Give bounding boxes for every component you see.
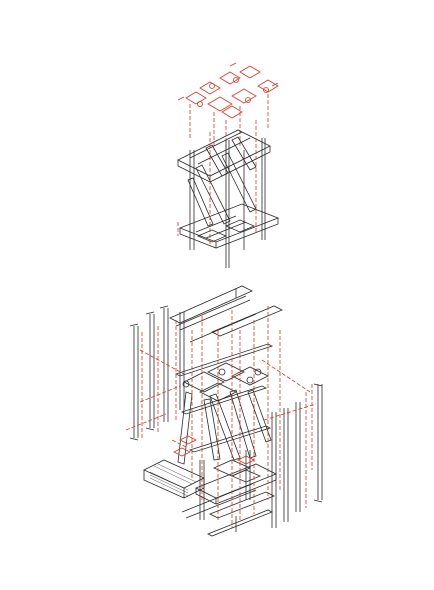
upper-assembly [177,62,280,268]
upper-vertical-posts [189,138,266,268]
lower-exploded-assembly [125,285,323,537]
lower-red-guides [125,306,317,528]
lower-bottom-frame [181,450,277,520]
upper-diagonal-members [187,136,257,227]
lower-base-bar [207,509,273,537]
hatched-foot-plate [143,459,205,499]
right-exploded-posts [271,383,323,528]
upper-red-guides [177,120,257,244]
upper-bottom-frame [178,203,280,249]
lower-top-frame [169,285,283,343]
horizontal-link-bars [174,343,274,453]
upper-red-joint-cluster [177,62,279,160]
